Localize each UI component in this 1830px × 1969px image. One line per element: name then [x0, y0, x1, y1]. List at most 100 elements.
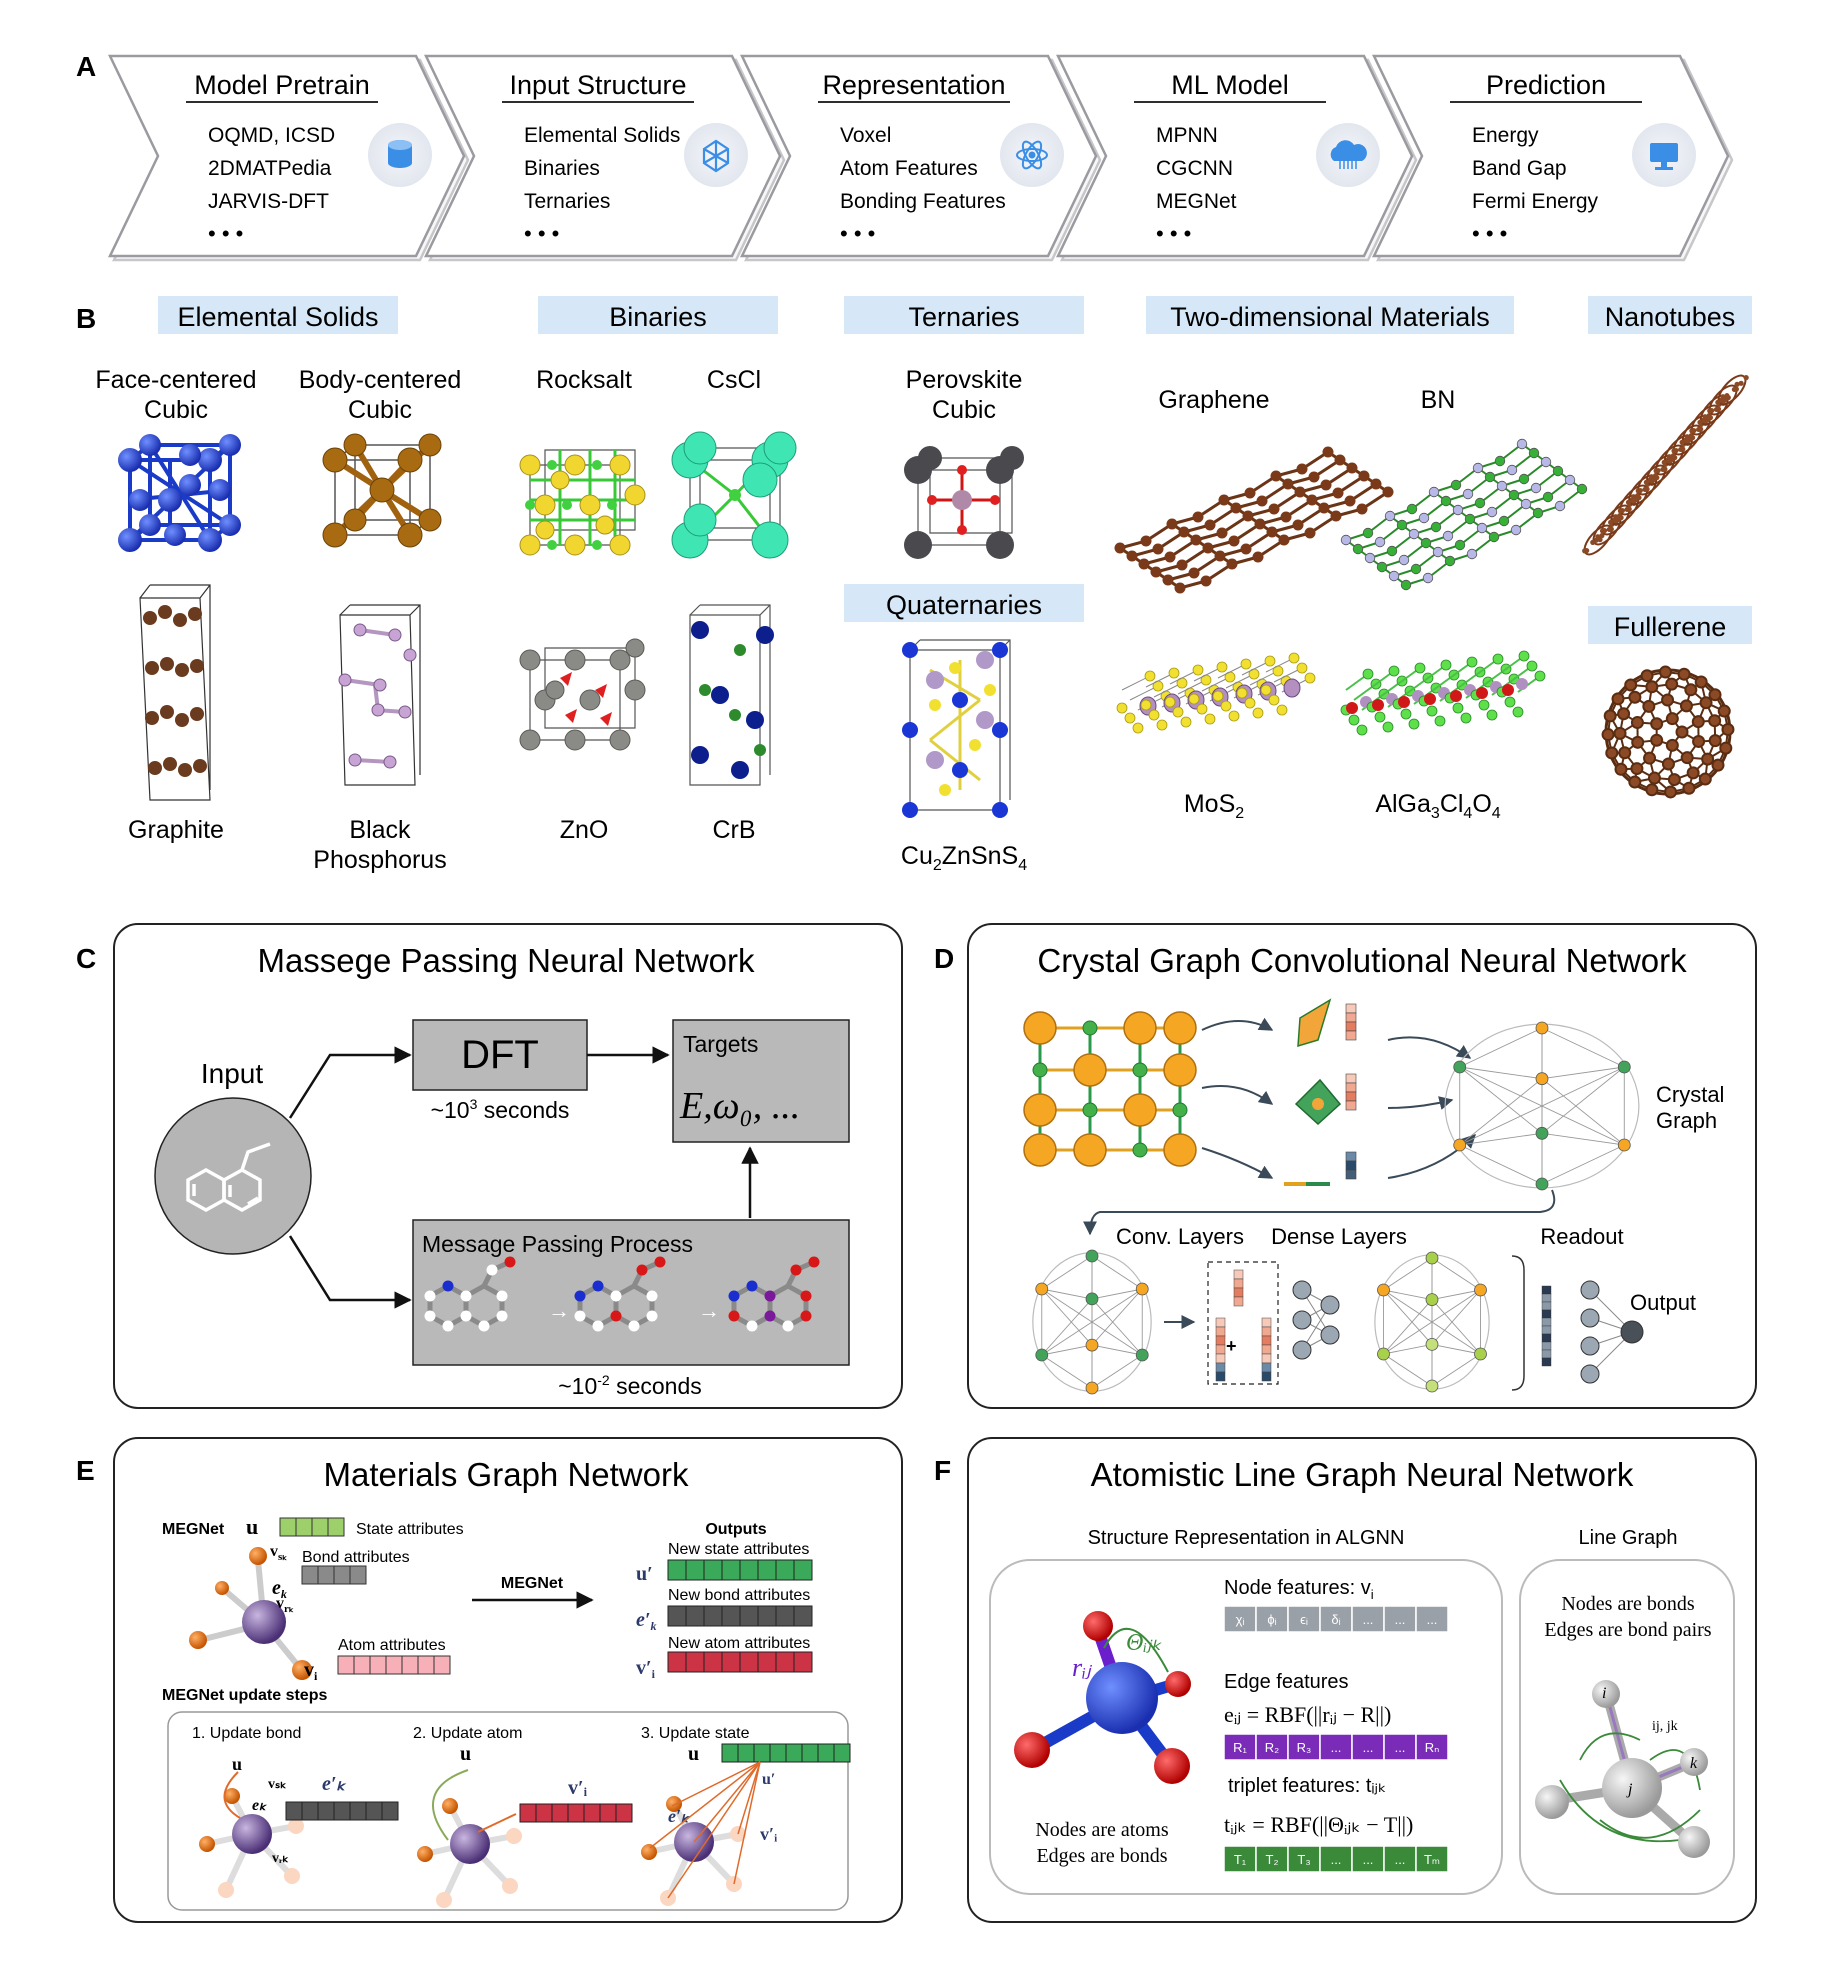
dft-time: ~103 seconds	[431, 1096, 570, 1123]
theta-label: Θᵢⱼₖ	[1126, 1630, 1162, 1656]
graphite-structure-image	[139, 584, 211, 801]
label-algacl: AlGa3Cl4O4	[1375, 790, 1500, 822]
triplet-features-label: triplet features: tᵢⱼₖ	[1228, 1775, 1387, 1797]
svg-text:...: ...	[1395, 1740, 1406, 1755]
new-state-label: New state attributes	[668, 1541, 809, 1558]
svg-text:...: ...	[1395, 1612, 1406, 1627]
line-graph-box	[1519, 1559, 1735, 1895]
label-graphene: Graphene	[1158, 386, 1269, 414]
svg-text:...: ...	[1395, 1852, 1406, 1867]
stage-item: • • •	[1472, 221, 1507, 246]
label-rocksalt: Rocksalt	[536, 366, 632, 394]
stage-item: • • •	[208, 221, 243, 246]
stage-item: Atom Features	[840, 157, 978, 180]
category-label: Quaternaries	[886, 590, 1042, 620]
update-steps-box	[167, 1711, 849, 1911]
stage-item: Bonding Features	[840, 190, 1006, 213]
step1-label: 1. Update bond	[192, 1725, 301, 1742]
category-fullerene: Fullerene	[1588, 606, 1752, 644]
lg-j-label: j	[1626, 1781, 1633, 1798]
rocksalt-structure-image	[519, 449, 646, 556]
svg-text:...: ...	[1331, 1852, 1342, 1867]
alignn-panel: Atomistic Line Graph Neural Network Stru…	[967, 1437, 1757, 1923]
mpp-time: ~10-2 seconds	[558, 1372, 702, 1399]
targets-formula: E,ω₀, ...	[679, 1085, 800, 1127]
atom-icon	[1000, 123, 1064, 187]
line-graph-image: i j k ij, jk	[1535, 1680, 1710, 1858]
graphene-structure-image	[1114, 446, 1394, 594]
perovskite-structure-image	[904, 446, 1024, 559]
message-passing-label: Message Passing Process	[422, 1231, 693, 1257]
update-steps-label: MEGNet update steps	[162, 1687, 327, 1704]
output-label: Output	[1630, 1290, 1696, 1315]
alignn-title: Atomistic Line Graph Neural Network	[1091, 1456, 1634, 1493]
state-attr-label: State attributes	[356, 1521, 464, 1538]
svg-text:e′ₖ: e′ₖ	[668, 1806, 690, 1826]
lg-i-label: i	[1602, 1685, 1606, 1702]
bcc-structure-image	[322, 433, 442, 548]
category-quaternaries: Quaternaries	[844, 584, 1084, 622]
nodes-bonds-label: Nodes are bonds	[1561, 1593, 1695, 1615]
svg-text:...: ...	[1331, 1740, 1342, 1755]
cgcnn-panel: Crystal Graph Convolutional Neural Netwo…	[967, 923, 1757, 1409]
category-ternaries: Ternaries	[844, 296, 1084, 334]
black-phosphorus-structure-image	[338, 604, 421, 786]
crystal-graph-label-1: Crystal	[1656, 1082, 1724, 1107]
svg-text:...: ...	[1363, 1740, 1374, 1755]
rij-label: rᵢⱼ	[1072, 1653, 1092, 1682]
new-bond-label: New bond attributes	[668, 1587, 810, 1604]
structure-rep-box	[989, 1559, 1503, 1895]
stage-item: Voxel	[840, 124, 891, 147]
svg-text:R₂: R₂	[1265, 1740, 1279, 1755]
stage-item: Ternaries	[524, 190, 610, 213]
svg-text:Tₘ: Tₘ	[1424, 1852, 1440, 1867]
svg-text:u: u	[232, 1754, 242, 1774]
stage-item: OQMD, ICSD	[208, 124, 335, 147]
category-label: Fullerene	[1614, 612, 1727, 642]
svg-text:u′: u′	[762, 1771, 775, 1788]
svg-text:ϕᵢ: ϕᵢ	[1267, 1612, 1276, 1627]
label-perovskite-1: Perovskite	[906, 366, 1023, 394]
crystal-graph-image	[1444, 1021, 1640, 1191]
label-black-p-1: Black	[349, 816, 411, 844]
stage-item: Energy	[1472, 124, 1539, 147]
fcc-structure-image	[118, 434, 241, 552]
stage-item: JARVIS-DFT	[208, 190, 329, 213]
category-label: Binaries	[609, 302, 707, 332]
crystal-lattice-image	[1023, 1011, 1197, 1167]
svg-text:T₃: T₃	[1297, 1852, 1310, 1867]
panel-label-d: D	[934, 943, 954, 974]
edge-formula: eᵢⱼ = RBF(||rᵢⱼ − R||)	[1224, 1702, 1391, 1727]
czts-structure-image	[902, 639, 1011, 818]
atom-attr-label: Atom attributes	[338, 1637, 446, 1654]
mpnn-title: Massege Passing Neural Network	[257, 942, 755, 979]
panel-label-e: E	[76, 1455, 95, 1486]
stage-item: Band Gap	[1472, 157, 1567, 180]
node-features-label: Node features: vi	[1224, 1577, 1374, 1602]
stage-title: ML Model	[1171, 70, 1289, 100]
edge-features-label: Edge features	[1224, 1671, 1349, 1693]
megnet-arrow-label: MEGNet	[501, 1575, 564, 1592]
stage-title: Prediction	[1486, 70, 1606, 100]
triplet-formula: tᵢⱼₖ = RBF(||Θᵢⱼₖ − T||)	[1224, 1812, 1413, 1837]
targets-label: Targets	[683, 1031, 758, 1057]
monitor-icon	[1632, 123, 1696, 187]
label-graphite: Graphite	[128, 816, 224, 844]
alignn-molecule-image: rᵢⱼ Θᵢⱼₖ	[1014, 1611, 1191, 1784]
svg-text:u: u	[688, 1743, 699, 1765]
panel-label-c: C	[76, 943, 96, 974]
structure-rep-title: Structure Representation in ALGNN	[1088, 1527, 1405, 1549]
svg-text:...: ...	[1363, 1852, 1374, 1867]
svg-text:χᵢ: χᵢ	[1236, 1612, 1245, 1627]
message-passing-molecules: →→	[424, 1256, 820, 1332]
category-nanotubes: Nanotubes	[1588, 296, 1752, 334]
svg-text:T₁: T₁	[1234, 1852, 1247, 1867]
